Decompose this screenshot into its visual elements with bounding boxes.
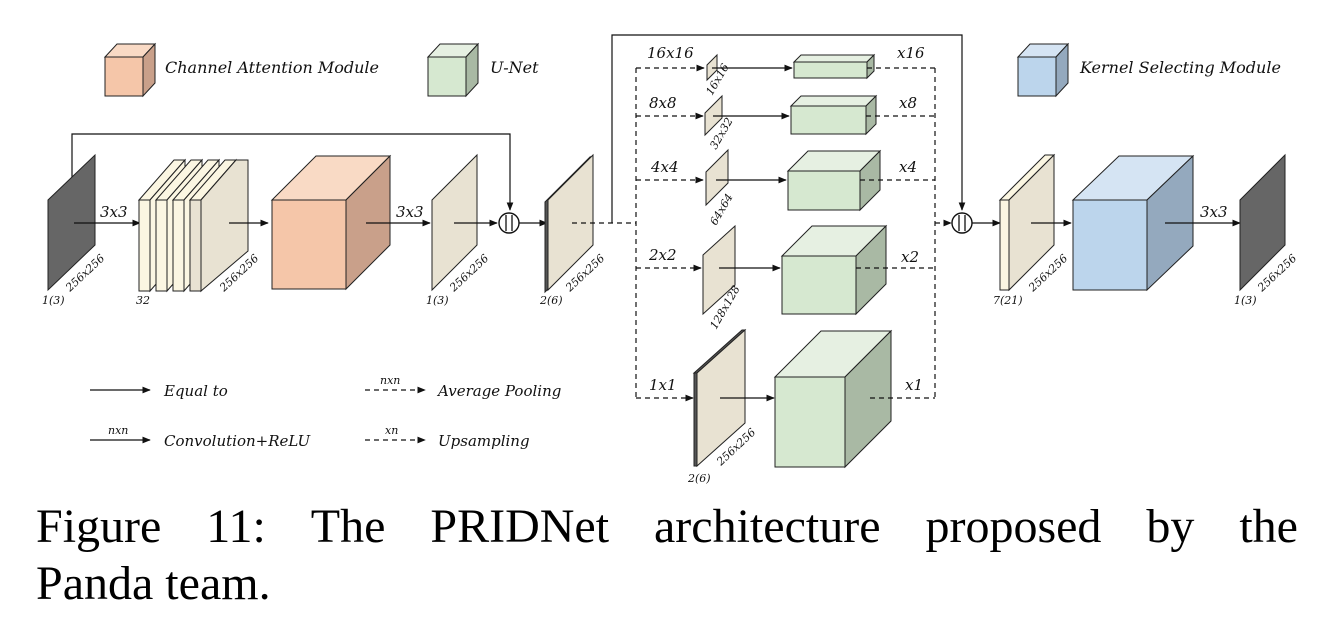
legend-up-tag: xn — [385, 424, 398, 437]
concat-channels-label: 2(6) — [539, 294, 563, 307]
pool-label-16: 16x16 — [647, 44, 694, 62]
caption-word: the — [1239, 500, 1298, 553]
legend-unet-label: U-Net — [490, 58, 539, 77]
figure-caption: Figure 11: The PRIDNet architecture prop… — [36, 498, 1298, 612]
pool-label-1: 1x1 — [649, 376, 677, 394]
up-label-2: x2 — [901, 248, 919, 266]
caption-word: architecture — [654, 500, 881, 553]
legend-unet: U-Net — [426, 42, 539, 98]
pridnet-diagram: Channel Attention Module U-Net Kernel Se… — [42, 34, 1299, 485]
output-channels-label: 1(3) — [1234, 294, 1257, 307]
legend-conv-label: Convolution+ReLU — [164, 432, 312, 450]
arrow-legend: Equal to nxn Convolution+ReLU nxn Averag… — [90, 374, 561, 450]
up-label-1: x1 — [905, 376, 923, 394]
input-feature-map — [47, 153, 96, 292]
legend-equal-label: Equal to — [163, 382, 228, 400]
legend-kernel-selecting-label: Kernel Selecting Module — [1079, 58, 1281, 77]
caption-word: 11: — [206, 500, 266, 553]
caption-word: proposed — [925, 500, 1102, 553]
caption-word: The — [310, 500, 386, 553]
legend-channel-attention-label: Channel Attention Module — [165, 58, 379, 77]
up-label-4: x4 — [899, 158, 917, 176]
mid-channels-label: 1(3) — [426, 294, 449, 307]
concat-symbol-1 — [498, 212, 520, 234]
channels-label-1: 2(6) — [687, 472, 711, 485]
skip-connection-arrow — [71, 133, 514, 211]
caption-word: by — [1146, 500, 1195, 553]
pool-label-2: 2x2 — [648, 246, 677, 264]
caption-line-1: Figure 11: The PRIDNet architecture prop… — [36, 498, 1298, 555]
concat-feature-map — [544, 153, 594, 294]
caption-word: PRIDNet — [430, 500, 610, 553]
pyramid-level-1 — [636, 328, 935, 469]
stack-channels-label: 32 — [136, 294, 150, 307]
output-feature-map — [1239, 153, 1286, 292]
caption-line-2: Panda team. — [36, 557, 271, 610]
channel-attention-cube — [270, 154, 392, 291]
conv1-kernel-label: 3x3 — [100, 203, 128, 221]
pyramid-level-4 — [636, 148, 935, 212]
global-skip-arrow — [611, 34, 966, 223]
concat-symbol-2 — [951, 212, 973, 234]
conv3-kernel-label: 3x3 — [1200, 203, 1228, 221]
input-channels-label: 1(3) — [42, 294, 65, 307]
pyramid-level-16 — [636, 53, 935, 82]
legend-conv-tag: nxn — [108, 424, 128, 437]
legend-pool-label: Average Pooling — [436, 382, 561, 400]
conv-layer-stack — [137, 158, 249, 293]
up-label-16: x16 — [897, 44, 925, 62]
legend-up-label: Upsampling — [438, 432, 530, 450]
pool-label-8: 8x8 — [649, 94, 677, 112]
legend-kernel-selecting: Kernel Selecting Module — [1016, 42, 1281, 98]
merge-channels-label: 7(21) — [993, 294, 1023, 307]
conv2-kernel-label: 3x3 — [396, 203, 424, 221]
legend-channel-attention: Channel Attention Module — [103, 42, 379, 98]
legend-pool-tag: nxn — [380, 374, 400, 387]
up-label-8: x8 — [899, 94, 917, 112]
caption-word: Figure — [36, 500, 162, 553]
pool-label-4: 4x4 — [650, 158, 679, 176]
pyramid-level-2 — [636, 224, 935, 316]
pyramid-level-8 — [636, 94, 935, 137]
